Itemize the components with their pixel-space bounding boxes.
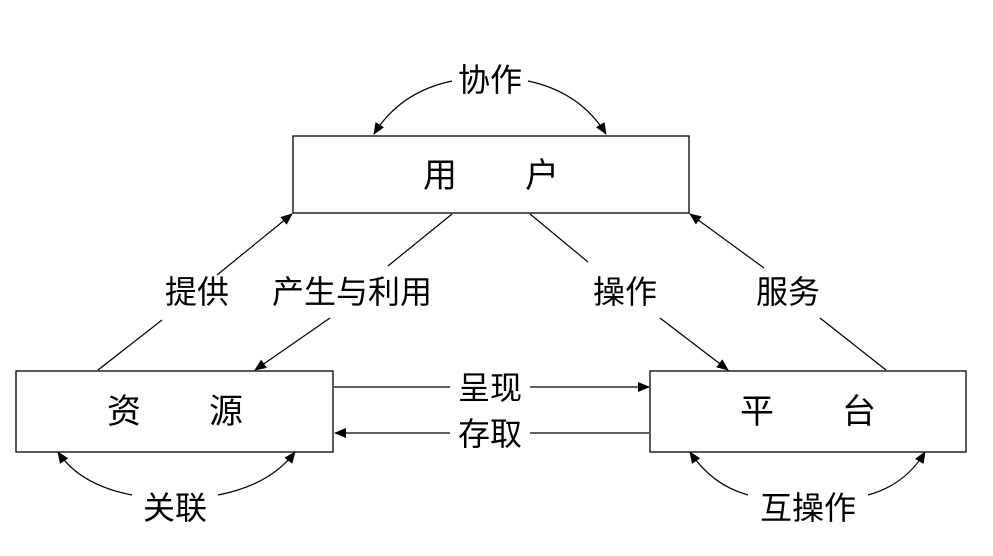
- associate-label: 关联: [143, 489, 207, 527]
- associate-arrow-left: [57, 451, 133, 496]
- produce-use-label: 产生与利用: [272, 273, 432, 311]
- operate-arrow: [659, 317, 729, 371]
- operate-line-upper: [529, 213, 589, 263]
- service-arrow: [689, 213, 765, 269]
- service-label: 服务: [756, 273, 820, 311]
- provide-label: 提供: [165, 273, 229, 311]
- collaborate-arrow-left: [373, 80, 453, 135]
- service-line-lower: [819, 317, 887, 371]
- present-label: 呈现: [458, 369, 522, 407]
- resource-label: 资 源: [107, 392, 243, 432]
- provide-line-lower: [97, 319, 163, 371]
- access-label: 存取: [458, 415, 522, 453]
- collaborate-arrow-right: [527, 80, 607, 135]
- user-box: [292, 135, 690, 214]
- collaborate-label: 协作: [458, 61, 522, 99]
- interoperate-arrow-left: [689, 451, 749, 496]
- platform-label: 平 台: [740, 392, 876, 432]
- platform-box: [649, 370, 967, 453]
- interoperate-label: 互操作: [760, 489, 856, 527]
- operate-label: 操作: [593, 273, 657, 311]
- produce-use-arrow: [254, 317, 331, 371]
- resource-box: [15, 370, 334, 453]
- provide-arrow: [216, 213, 293, 276]
- produce-use-line-upper: [387, 213, 453, 267]
- user-label: 用 户: [423, 156, 559, 196]
- associate-arrow-right: [217, 451, 296, 496]
- interoperate-arrow-right: [867, 451, 926, 496]
